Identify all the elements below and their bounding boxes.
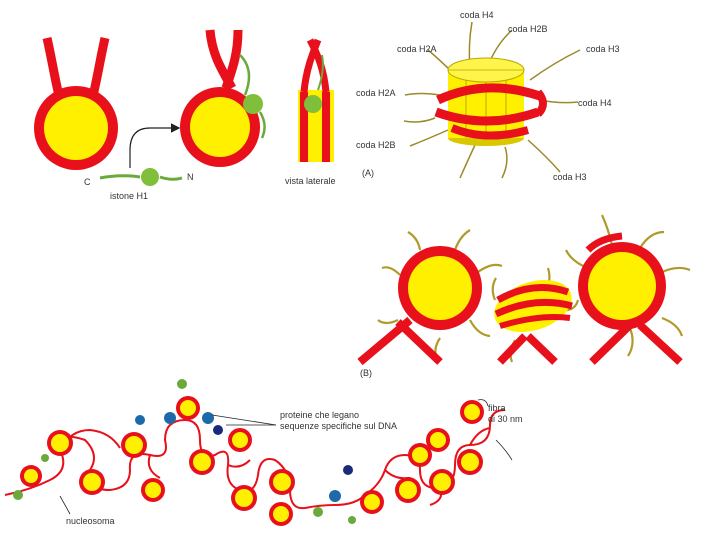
label-coda-h4-top: coda H4 xyxy=(460,10,494,20)
chromatin-fiber xyxy=(4,379,513,526)
label-coda-h2a-top: coda H2A xyxy=(397,44,437,54)
panel-b-nucleosomes xyxy=(357,214,691,366)
label-vista-laterale: vista laterale xyxy=(285,176,336,186)
label-proteine-line2: sequenze specifiche sul DNA xyxy=(280,421,398,431)
nucleosome-without-h1 xyxy=(34,37,118,170)
label-n-terminus: N xyxy=(187,172,194,182)
label-nucleosoma: nucleosoma xyxy=(66,516,115,526)
histone-octamer xyxy=(403,21,581,179)
label-coda-h2a-left: coda H2A xyxy=(356,88,396,98)
fiber-nucleosomes xyxy=(20,396,484,526)
arrow-add-h1 xyxy=(129,123,181,168)
histone-tails xyxy=(403,21,581,179)
panel-a-tag: (A) xyxy=(362,168,374,178)
label-c-terminus: C xyxy=(84,177,91,187)
label-proteine-line1: proteine che legano xyxy=(280,410,360,420)
histone-h1-molecule xyxy=(99,168,183,186)
label-fibra-line2: di 30 nm xyxy=(488,414,523,424)
dna-binding-proteins xyxy=(13,379,356,524)
label-fibra-line1: fibra xyxy=(488,403,506,413)
fibra-bracket xyxy=(59,399,513,515)
label-coda-h2b-top: coda H2B xyxy=(508,24,548,34)
nucleosome-with-h1 xyxy=(180,29,266,167)
label-istone-h1: istone H1 xyxy=(110,191,149,201)
label-coda-h3-bottom: coda H3 xyxy=(553,172,587,182)
nucleosome-side-view xyxy=(298,38,334,162)
panel-b-tag: (B) xyxy=(360,368,372,378)
label-coda-h4-right: coda H4 xyxy=(578,98,612,108)
label-coda-h2b-left: coda H2B xyxy=(356,140,396,150)
label-coda-h3-right: coda H3 xyxy=(586,44,620,54)
